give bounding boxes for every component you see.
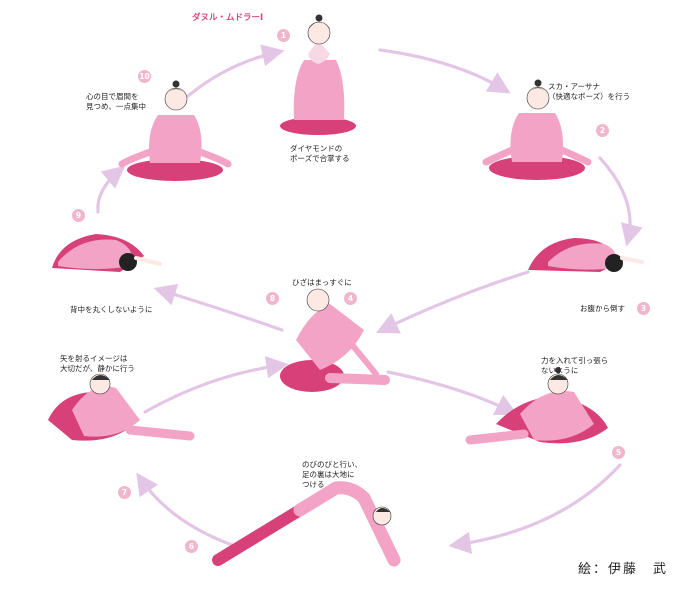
step-number-5: 5 [612, 446, 625, 459]
figure-2-icon [482, 79, 592, 180]
step-number-6: 6 [185, 540, 198, 553]
figure-3-icon [528, 238, 644, 272]
caption-step-9: 背中を丸くしないように [70, 305, 153, 314]
caption-step-3: お腹から倒す [580, 304, 625, 313]
figure-10-icon [118, 80, 232, 181]
arrow-5-to-6-icon [448, 463, 622, 554]
cycle-arrows [96, 44, 643, 554]
arrow-7-to-8-icon [143, 356, 289, 414]
step-number-3: 3 [637, 302, 650, 315]
caption-step-5: 力を入れて引っ張ら ないように [541, 356, 609, 375]
figure-4-icon [280, 288, 390, 392]
arrow-9-to-10-icon [96, 165, 126, 214]
step-number-2: 2 [596, 124, 609, 137]
figure-5-icon [465, 367, 608, 445]
arrow-4-to-5-icon [386, 370, 518, 416]
diagram-title: ダヌル・ムドラーⅠ [192, 13, 264, 23]
caption-step-4: ひざはまっすぐに [292, 278, 352, 287]
arrow-2-to-3-icon [598, 156, 643, 247]
step-number-8: 8 [266, 292, 279, 305]
step-number-10: 10 [138, 70, 151, 83]
arrow-6-to-7-icon [136, 472, 234, 547]
figure-7-icon [48, 373, 195, 441]
arrow-3-to-4-icon [375, 270, 530, 334]
illustration-credit: 絵：伊藤 武 [578, 562, 669, 577]
step-number-4: 4 [344, 292, 357, 305]
figure-6-icon [212, 481, 401, 567]
caption-step-1: ダイヤモンドの ポーズで合掌する [290, 144, 350, 163]
caption-step-7: 矢を射るイメージは 大切だが、静かに行う [60, 354, 135, 373]
arrow-1-to-2-icon [378, 48, 511, 94]
arrow-10-to-1-icon [186, 44, 285, 98]
caption-step-2: スカ・アーサナ （快適なポーズ）を行う [548, 82, 631, 101]
step-number-7: 7 [118, 486, 131, 499]
step-number-9: 9 [72, 209, 85, 222]
step-number-1: 1 [277, 29, 290, 42]
caption-step-10: 心の目で眉間を 見つめ、一点集中 [86, 92, 146, 111]
arrow-8-to-9-icon [153, 283, 284, 332]
figure-1-icon [280, 14, 356, 135]
caption-step-6: のびのびと行い、 足の裏は大地に つける [302, 460, 362, 489]
figure-9-icon [52, 234, 162, 272]
